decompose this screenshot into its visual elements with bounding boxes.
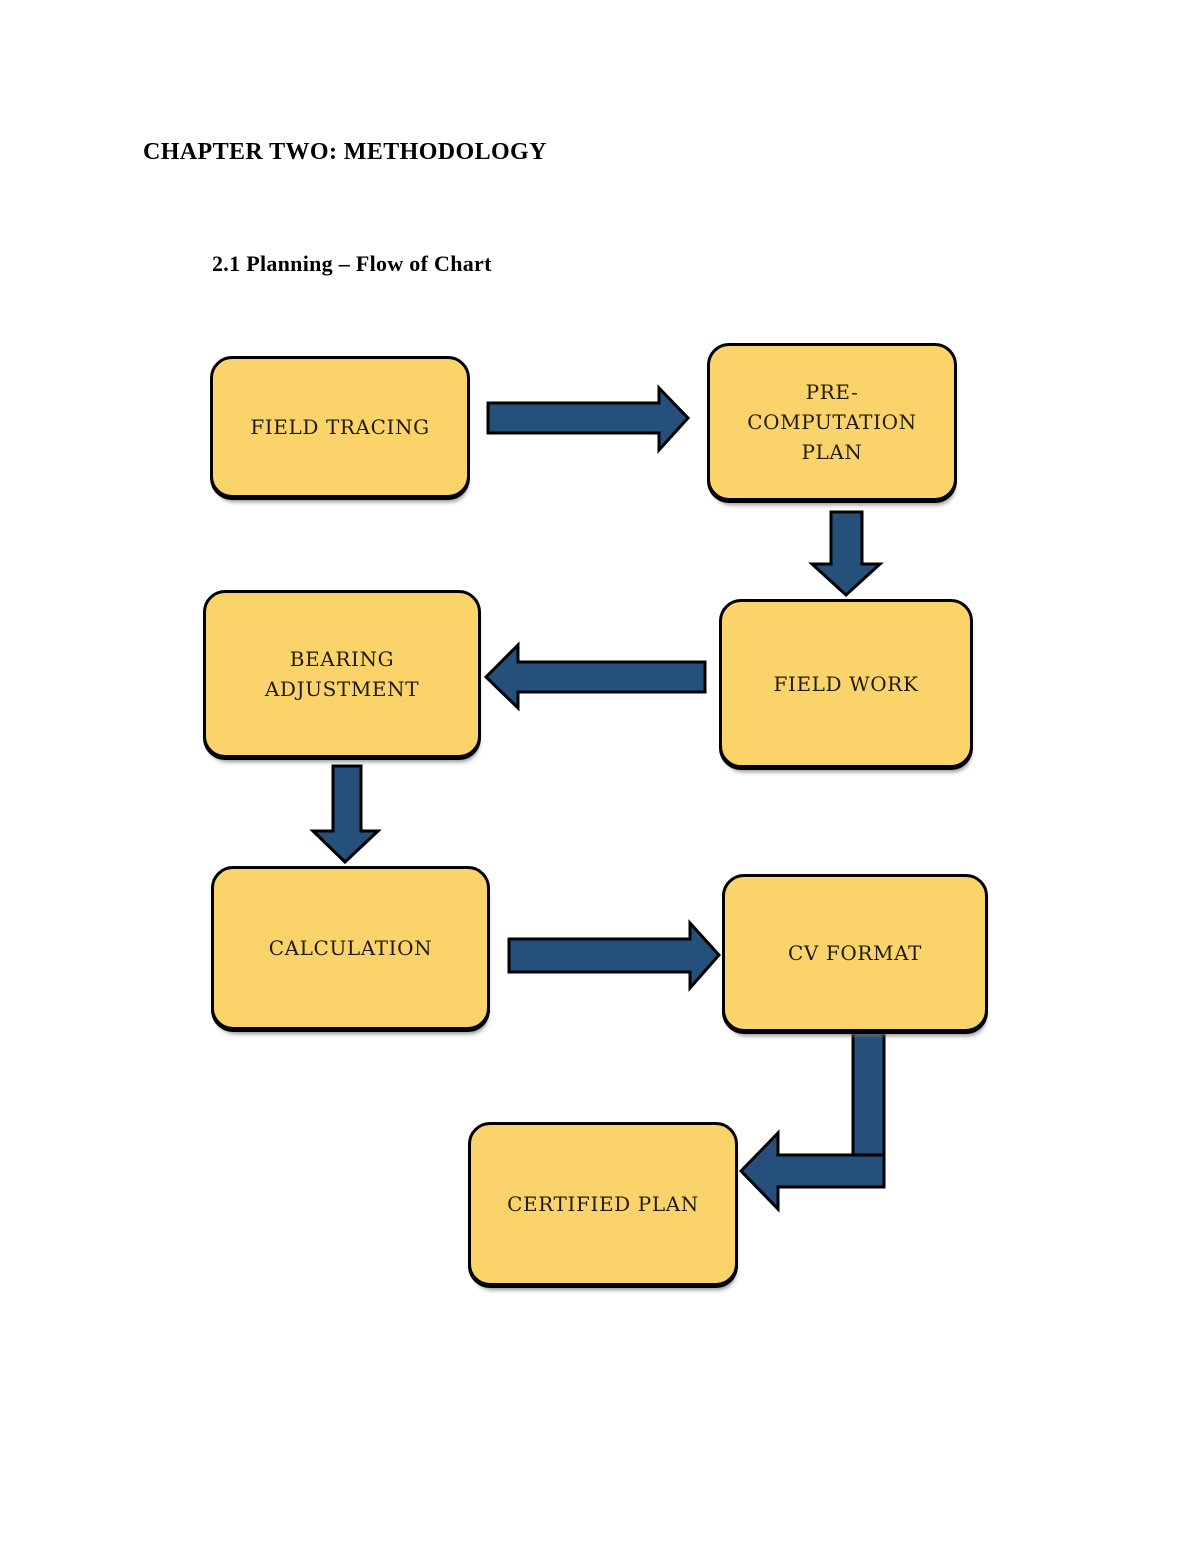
node-label: CALCULATION — [269, 933, 433, 963]
arrow-field-tracing-to-pre-computation-plan — [486, 384, 691, 454]
chapter-title: CHAPTER TWO: METHODOLOGY — [143, 139, 547, 165]
node-label-line: PRE- — [805, 380, 859, 404]
flow-node-calculation: CALCULATION — [211, 866, 490, 1030]
arrow-field-work-to-bearing-adjustment — [483, 641, 707, 712]
node-label: CV FORMAT — [788, 938, 922, 968]
node-label-line: CV FORMAT — [787, 941, 922, 965]
arrow-bearing-adjustment-to-calculation — [309, 764, 382, 865]
node-label-line: CALCULATION — [268, 936, 433, 960]
node-label-line: FIELD WORK — [773, 671, 919, 696]
flow-node-bearing-adjustment: BEARING ADJUSTMENT — [203, 590, 481, 758]
node-label-line: PLAN — [801, 440, 863, 464]
node-label: BEARING ADJUSTMENT — [265, 644, 419, 704]
arrow-cv-format-to-certified-plan — [738, 1029, 886, 1213]
node-label-line: CERTIFIED PLAN — [507, 1192, 699, 1216]
node-label: PRE- COMPUTATION PLAN — [747, 377, 916, 467]
flow-node-field-tracing: FIELD TRACING — [210, 356, 470, 498]
flow-node-field-work: FIELD WORK — [719, 599, 973, 768]
node-label-line: COMPUTATION — [747, 410, 917, 434]
arrow-elbow-vertical-shaft — [851, 1029, 886, 1157]
flow-node-certified-plan: CERTIFIED PLAN — [468, 1122, 738, 1286]
arrow-calculation-to-cv-format — [507, 919, 722, 992]
flow-node-pre-computation-plan: PRE- COMPUTATION PLAN — [707, 343, 957, 501]
node-label-line: BEARING — [289, 647, 395, 671]
arrow-pre-computation-plan-to-field-work — [808, 510, 884, 598]
node-label: FIELD WORK — [773, 669, 918, 699]
node-label: FIELD TRACING — [250, 412, 429, 442]
node-label-line: ADJUSTMENT — [264, 677, 420, 701]
node-label-line: FIELD TRACING — [250, 415, 430, 439]
flow-node-cv-format: CV FORMAT — [722, 874, 988, 1032]
section-title: 2.1 Planning – Flow of Chart — [212, 251, 492, 276]
node-label: CERTIFIED PLAN — [507, 1189, 699, 1219]
arrow-elbow-left-head — [738, 1129, 886, 1213]
